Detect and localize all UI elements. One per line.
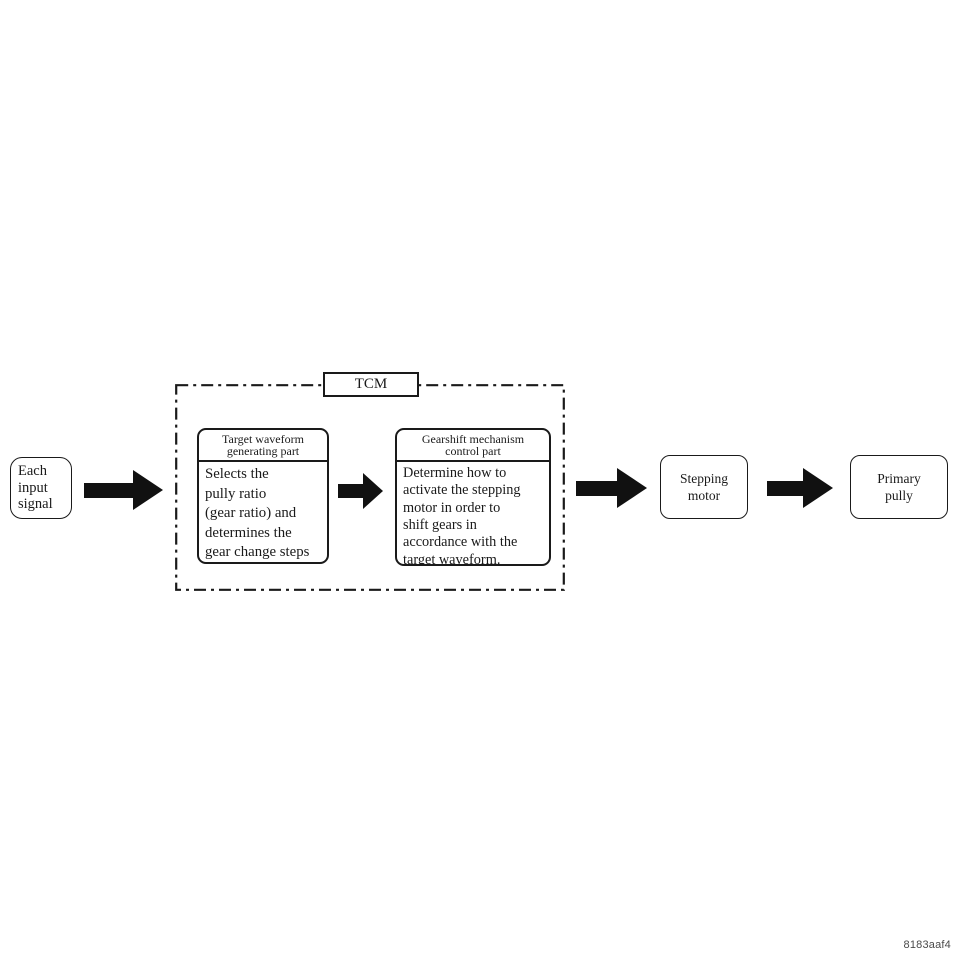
node-primary-pully: Primary pully — [850, 455, 948, 519]
node-stepping-motor: Stepping motor — [660, 455, 748, 519]
arrow-head-icon — [803, 468, 833, 508]
arrow-head-icon — [363, 472, 383, 509]
process-header: Gearshift mechanism control part — [397, 430, 549, 463]
arrow-head-icon — [617, 468, 647, 508]
process-body: Determine how to activate the stepping m… — [403, 465, 521, 566]
node-gearshift-mechanism-control-part: Gearshift mechanism control part Determi… — [395, 428, 551, 566]
node-each-input-signal: Each input signal — [10, 457, 72, 519]
arrow-head-icon — [133, 470, 163, 510]
arrow-shaft — [338, 483, 363, 498]
figure-code: 8183aaf4 — [903, 939, 951, 951]
arrow-shaft — [767, 480, 803, 496]
tcm-label: TCM — [354, 376, 388, 392]
arrow-waveform-to-gearshift — [338, 472, 383, 509]
node-primary-pully-label: Primary pully — [877, 471, 921, 503]
arrow-stepping-motor-to-primary-pully — [767, 468, 833, 508]
arrow-tcm-to-stepping-motor — [576, 468, 647, 508]
arrow-shaft — [84, 482, 133, 498]
node-target-waveform-generating-part: Target waveform generating part Selects … — [197, 428, 329, 564]
process-header: Target waveform generating part — [199, 430, 327, 463]
arrow-input-to-tcm — [84, 470, 163, 510]
process-body: Selects the pully ratio (gear ratio) and… — [205, 466, 310, 561]
arrow-shaft — [576, 480, 617, 496]
tcm-label-box: TCM — [323, 372, 419, 397]
node-stepping-motor-label: Stepping motor — [679, 471, 728, 503]
node-each-input-signal-label: Each input signal — [18, 462, 53, 513]
